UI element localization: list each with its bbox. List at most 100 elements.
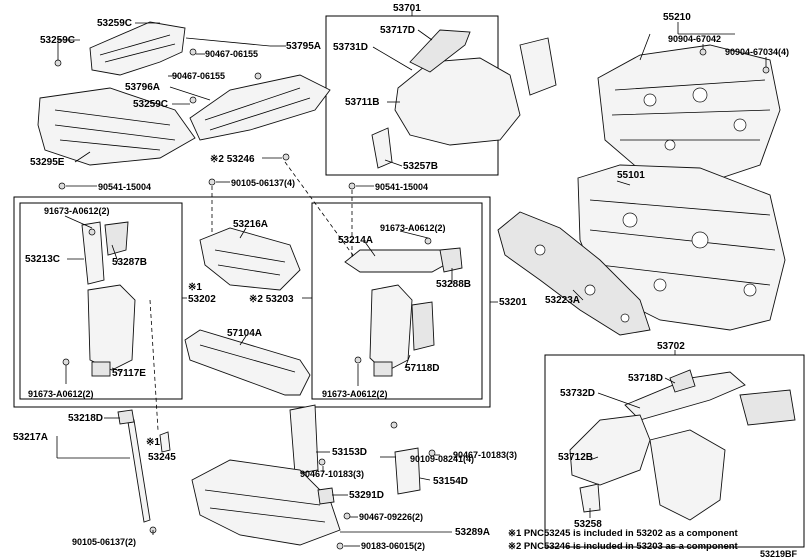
label-90467-10183: 90467-10183(3) xyxy=(300,469,364,479)
label-90467-06155: 90467-06155 xyxy=(172,71,225,81)
bolt-icon xyxy=(762,66,770,74)
label-53287b: 53287B xyxy=(112,257,147,268)
label-53245: 53245 xyxy=(148,452,176,463)
label-53257b: 53257B xyxy=(403,161,438,172)
part-53213c-brace xyxy=(81,221,105,285)
part-53702-panel xyxy=(649,429,726,521)
part-53223a-seal xyxy=(497,211,651,336)
label-57117e: 57117E xyxy=(112,368,146,379)
label-53223a: 53223A xyxy=(545,295,580,306)
label-90183-06015: 90183-06015(2) xyxy=(361,541,425,551)
part-53291d-clip xyxy=(317,487,335,505)
bolt-icon xyxy=(699,48,707,56)
label-91673-a0612: 91673-A0612(2) xyxy=(28,389,94,399)
label-53796a: 53796A xyxy=(125,82,160,93)
part-53702-side xyxy=(739,389,796,426)
bolt-icon xyxy=(390,421,398,429)
label-90105-06137: 90105-06137(4) xyxy=(231,178,295,188)
part-53701-side-panel xyxy=(519,37,557,96)
label-91673-a0612: 91673-A0612(2) xyxy=(380,223,446,233)
label-53202: 53202 xyxy=(188,294,216,305)
part-55210-dash-panel xyxy=(597,44,781,186)
label-53202-ref: ※1 xyxy=(188,282,202,293)
part-53289a-cover xyxy=(191,459,341,546)
label-53288b: 53288B xyxy=(436,279,471,290)
label-90467-09226: 90467-09226(2) xyxy=(359,512,423,522)
part-53214a-brace xyxy=(344,249,451,273)
part-57117e-support xyxy=(87,284,136,371)
label-90541-15004: 90541-15004 xyxy=(375,182,428,192)
label-53259c: 53259C xyxy=(40,35,75,46)
bolt-icon xyxy=(318,458,326,466)
label-90467-10183: 90467-10183(3) xyxy=(453,450,517,460)
bolt-icon xyxy=(254,72,262,80)
label-53795a: 53795A xyxy=(286,41,321,52)
label-90904-67042: 90904-67042 xyxy=(668,34,721,44)
label-53731d: 53731D xyxy=(333,42,368,53)
part-53153d-seal xyxy=(289,404,319,475)
part-57118d-pad xyxy=(373,361,393,377)
label-90109-08241: 90109-08241(4) xyxy=(410,454,474,464)
part-53216a-support xyxy=(199,227,301,291)
label-53258: 53258 xyxy=(574,519,602,530)
part-53712b-apron xyxy=(569,414,651,486)
label-53201: 53201 xyxy=(499,297,527,308)
label-53246-ref: ※2 53246 xyxy=(210,154,255,165)
label-55101: 55101 xyxy=(617,170,645,181)
label-53718d: 53718D xyxy=(628,373,663,384)
label-53289a: 53289A xyxy=(455,527,490,538)
label-57118d: 57118D xyxy=(405,363,439,374)
part-53217a-rod xyxy=(127,419,151,523)
label-53217a: 53217A xyxy=(13,432,48,443)
label-53291d: 53291D xyxy=(349,490,384,501)
bolt-icon xyxy=(58,182,66,190)
bolt-icon xyxy=(343,512,351,520)
footnote-1: ※1 PNC53245 is included in 53202 as a co… xyxy=(508,528,739,539)
label-55210: 55210 xyxy=(663,12,691,23)
part-53257b-bracket xyxy=(371,127,393,169)
bolt-icon xyxy=(428,449,436,457)
part-57118d-support xyxy=(369,284,413,373)
label-91673-a0612: 91673-A0612(2) xyxy=(322,389,388,399)
label-53218d: 53218D xyxy=(68,413,103,424)
label-90467-06155: 90467-06155 xyxy=(205,49,258,59)
label-90105-06137: 90105-06137(2) xyxy=(72,537,136,547)
label-53702: 53702 xyxy=(657,341,685,352)
bolt-icons xyxy=(54,48,770,550)
part-53154d-seal xyxy=(394,447,421,495)
bolt-icon xyxy=(62,358,70,366)
label-57104a: 57104A xyxy=(227,328,262,339)
part-53711b-apron xyxy=(394,57,521,146)
label-53712b: 53712B xyxy=(558,452,593,463)
label-90904-67034: 90904-67034(4) xyxy=(725,47,789,57)
label-53711b: 53711B xyxy=(345,97,379,108)
part-53245-clip xyxy=(159,431,171,453)
part-57118d-bracket xyxy=(411,301,435,351)
label-53203: ※2 53203 xyxy=(249,294,294,305)
part-53717d-bracket xyxy=(409,29,471,73)
label-91673-a0612: 91673-A0612(2) xyxy=(44,206,110,216)
label-53213c: 53213C xyxy=(25,254,60,265)
label-53154d: 53154D xyxy=(433,476,468,487)
diagram-code: 53219BF xyxy=(760,549,798,559)
footnote-2: ※2 PNC53246 is included in 53203 as a co… xyxy=(508,541,739,552)
bolt-icon xyxy=(189,96,197,104)
bolt-icon xyxy=(88,228,96,236)
label-53153d: 53153D xyxy=(332,447,367,458)
part-53287b-bracket xyxy=(104,221,129,256)
part-53796a-cover xyxy=(189,74,331,141)
part-53718d-bracket xyxy=(669,369,696,393)
bolt-icon xyxy=(354,356,362,364)
label-53216a: 53216A xyxy=(233,219,268,230)
leader-lines xyxy=(56,11,767,547)
part-57104a-crossmember xyxy=(184,329,311,396)
label-53295e: 53295E xyxy=(30,157,65,168)
bolt-icon xyxy=(424,237,432,245)
group-box-53202-inner xyxy=(19,202,183,400)
part-57117e-pad xyxy=(91,361,111,377)
footnotes: ※1 PNC53245 is included in 53202 as a co… xyxy=(508,528,798,559)
label-90541-15004: 90541-15004 xyxy=(98,182,151,192)
label-53259c: 53259C xyxy=(133,99,168,110)
label-53732d: 53732D xyxy=(560,388,595,399)
